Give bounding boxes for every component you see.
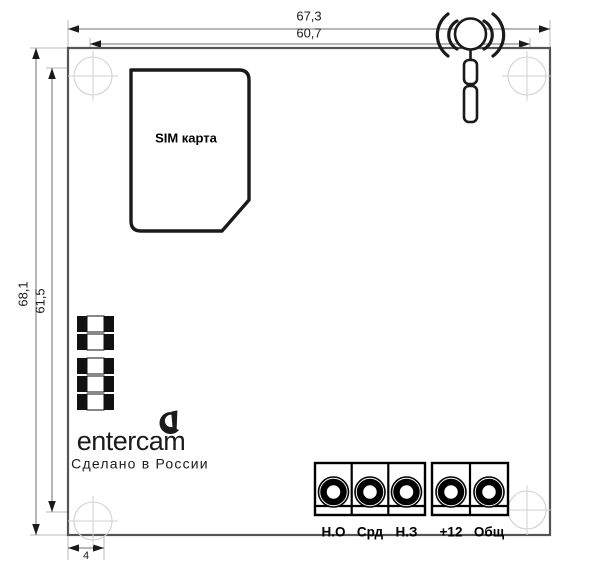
antenna-icon — [435, 12, 506, 124]
terminal-label-com: Срд — [357, 525, 384, 540]
brand-logo: entercam Сделано в России — [71, 410, 209, 472]
dimension-height-inner: 61,5 — [32, 288, 47, 313]
terminal-screw-gnd — [473, 476, 505, 508]
jumper-block-upper — [77, 315, 114, 351]
dimension-width-outer: 67,3 — [296, 8, 321, 23]
brand-tagline: Сделано в России — [71, 456, 209, 472]
mounting-hole-bottom-left — [68, 496, 118, 546]
terminal-block-power: +12 Общ — [430, 461, 510, 540]
terminal-screw-com — [354, 476, 386, 508]
terminal-block-relay: Н.О Срд Н.З — [313, 461, 427, 540]
brand-name: entercam — [77, 426, 186, 456]
terminal-screw-plus12 — [435, 476, 467, 508]
dimension-height-outer: 68,1 — [15, 281, 30, 306]
jumper-block-lower — [77, 357, 114, 411]
terminal-label-nc: Н.З — [396, 525, 418, 540]
terminal-label-no: Н.О — [321, 525, 345, 540]
mounting-hole-top-left — [68, 51, 118, 101]
dimension-width-inner: 60,7 — [296, 25, 321, 40]
dimension-lines — [32, 25, 550, 552]
terminal-screw-no — [317, 476, 350, 508]
terminal-label-gnd: Общ — [474, 525, 505, 540]
sim-card-label: SIM карта — [155, 130, 218, 145]
dimension-hole-offset: 4 — [83, 550, 89, 562]
sim-card-slot: SIM карта — [129, 68, 251, 233]
mounting-hole-top-right — [502, 51, 552, 101]
terminal-screw-nc — [390, 476, 423, 508]
terminal-label-plus12: +12 — [440, 525, 463, 540]
entercam-swirl-icon — [159, 410, 179, 434]
